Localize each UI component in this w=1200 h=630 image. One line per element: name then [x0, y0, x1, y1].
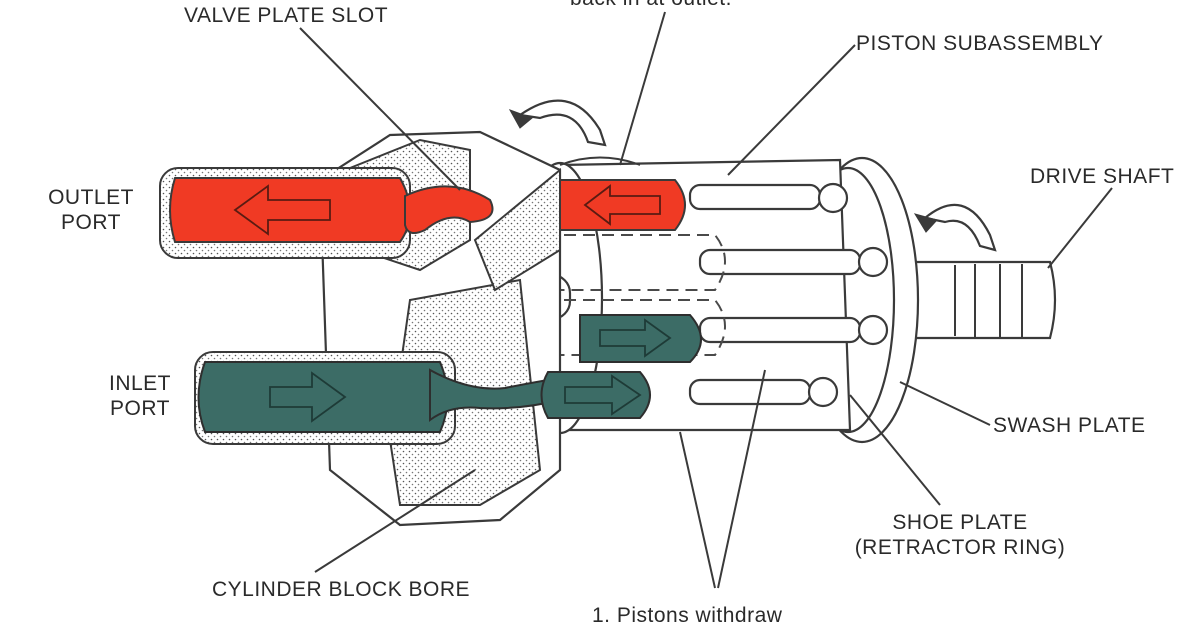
cylinder-bores: [545, 234, 726, 356]
swash-plate-label: SWASH PLATE: [993, 414, 1146, 437]
outlet-port-label: OUTLET PORT: [36, 185, 146, 235]
inlet-port-tube: [194, 351, 561, 445]
drive-shaft-label: DRIVE SHAFT: [1030, 165, 1175, 188]
inlet-port-label-line1: INLET: [108, 372, 171, 395]
cylinder-block-bore-label: CYLINDER BLOCK BORE: [212, 578, 471, 601]
rotation-arrows: [508, 99, 997, 252]
piston-subassembly-label: PISTON SUBASSEMBLY: [856, 32, 1104, 55]
outlet-port-label-line2: PORT: [61, 211, 121, 234]
shoe-plate-label-line1: SHOE PLATE: [892, 511, 1028, 534]
top-partial-label: back in at outlet.: [570, 0, 732, 11]
outlet-bore-fluid: [559, 179, 686, 231]
outlet-port-tube: [159, 167, 494, 259]
leader-lines: [299, 11, 1113, 589]
outlet-port-label-line1: OUTLET: [48, 186, 134, 209]
inlet-port-label-line2: PORT: [110, 397, 170, 420]
shoe-plate-label-line2: (RETRACTOR RING): [854, 536, 1066, 559]
drive-shaft: [903, 260, 1057, 340]
pistons-withdraw-label: 1. Pistons withdraw: [592, 604, 783, 627]
valve-plate-slot-label: VALVE PLATE SLOT: [184, 4, 389, 27]
inlet-bore-fluid: [540, 314, 702, 419]
inlet-port-label: INLET PORT: [90, 371, 190, 421]
shoe-plate-label: SHOE PLATE (RETRACTOR RING): [850, 510, 1070, 560]
